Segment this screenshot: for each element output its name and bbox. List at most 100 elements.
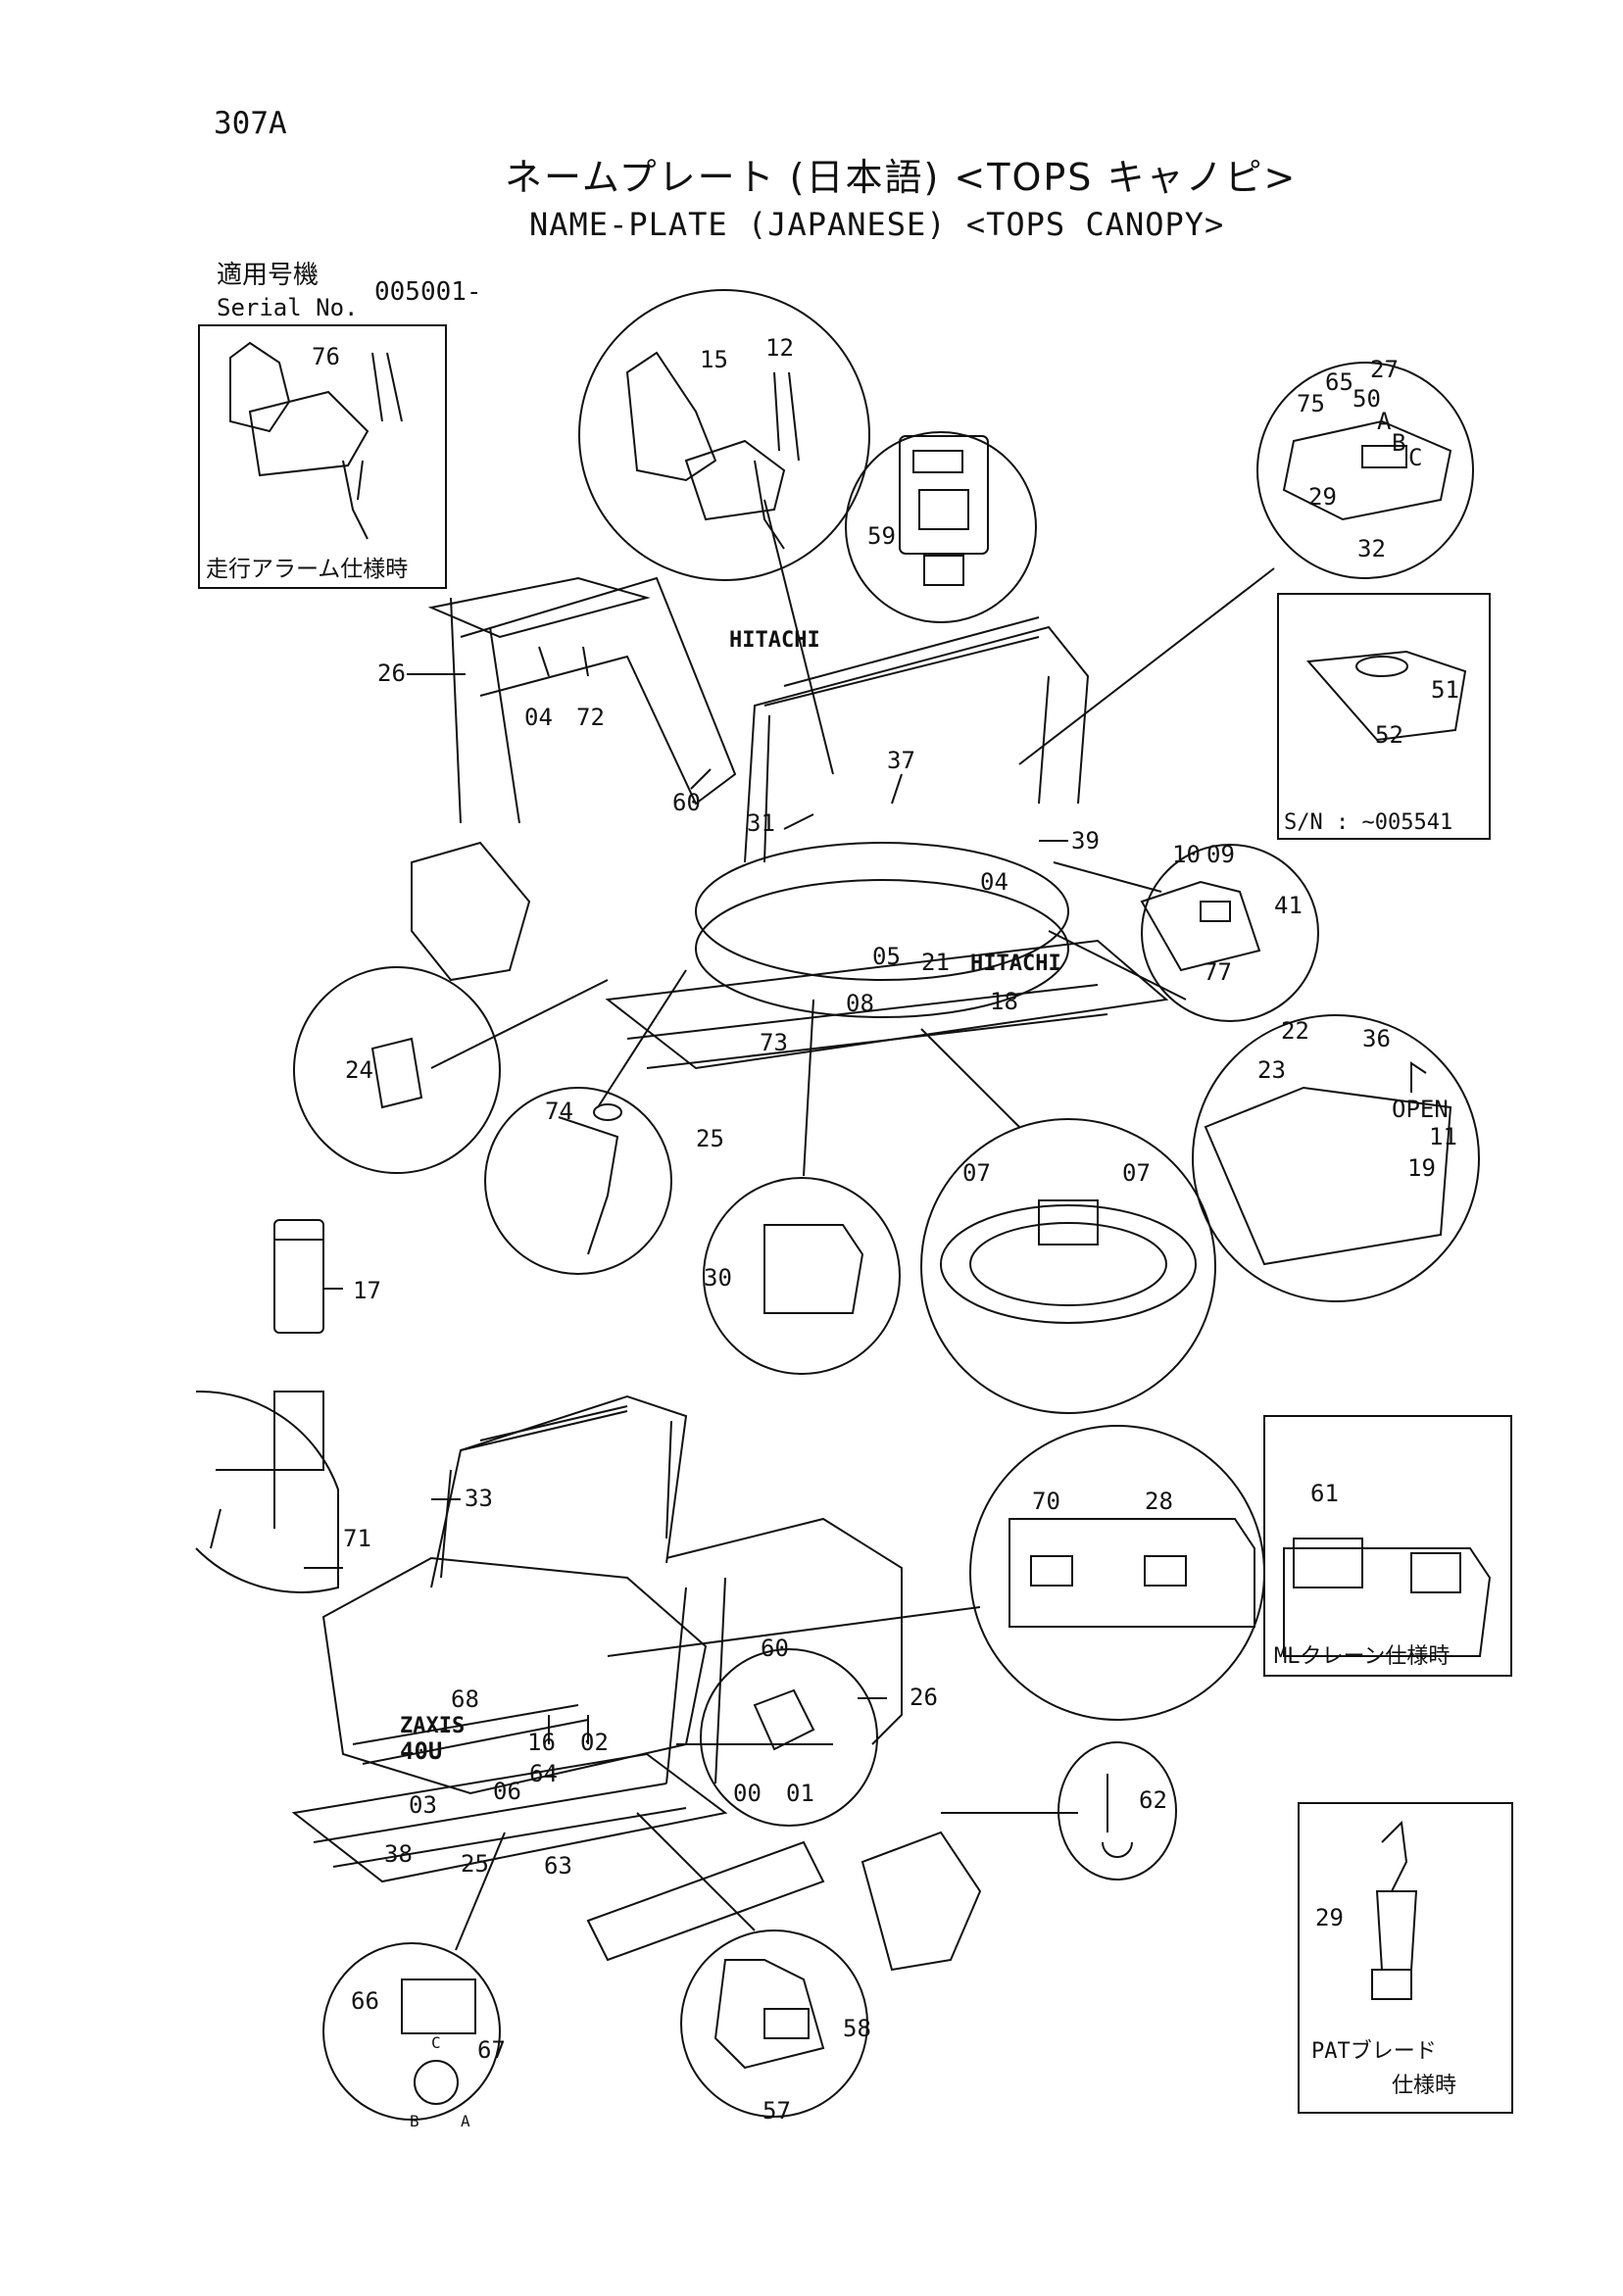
callout-33: 33: [465, 1485, 493, 1512]
callout-61: 61: [1310, 1480, 1339, 1507]
callout-67: 67: [477, 2036, 506, 2064]
callout-08: 08: [846, 990, 874, 1017]
callout-75: 75: [1297, 390, 1325, 417]
callout-63: 63: [544, 1852, 572, 1880]
callout-28: 28: [1145, 1488, 1173, 1515]
lower-excavator-drawing: ZAXIS 40U: [291, 1394, 982, 1972]
title-japanese: ネームプレート (日本語) <TOPS キャノピ>: [505, 156, 1298, 199]
callout-71: 71: [343, 1525, 371, 1552]
tag-17: 17: [273, 1219, 381, 1334]
caption-serial-limit: S/N : ~005541: [1284, 810, 1452, 835]
callout-06: 06: [493, 1778, 521, 1805]
mark-C: C: [431, 2033, 441, 2052]
callout-21: 21: [921, 949, 950, 976]
lever-detail-circle: 15 12: [578, 289, 870, 581]
callout-09: 09: [1206, 841, 1235, 868]
callout-17: 17: [353, 1277, 381, 1304]
detail-circle-57-58: 58 57: [680, 1930, 871, 2125]
callout-24: 24: [345, 1056, 373, 1084]
callout-27: 27: [1370, 356, 1399, 383]
callout-00: 00: [733, 1780, 762, 1807]
caption-travel-alarm: 走行アラーム仕様時: [206, 557, 408, 582]
detail-circle-24: 24: [293, 966, 501, 1174]
brand-model-line-1: ZAXIS: [400, 1714, 465, 1738]
serial-label-en: Serial No.: [217, 294, 359, 321]
callout-74: 74: [545, 1098, 573, 1125]
detail-circle-66-67: 66 67 C B A: [322, 1942, 506, 2130]
upper-excavator-drawing: HITACHI HITACHI: [411, 576, 1169, 1070]
callout-31: 31: [747, 809, 775, 837]
brand-hitachi-house: HITACHI: [970, 952, 1061, 976]
decal-detail-circle: 70 28: [969, 1425, 1265, 1721]
callout-04-upper: 04: [524, 704, 553, 731]
callout-72: 72: [576, 704, 605, 731]
callout-64: 64: [529, 1760, 558, 1787]
callout-52: 52: [1375, 721, 1403, 749]
callout-26-upper: 26: [377, 659, 406, 687]
callout-A: A: [1377, 408, 1392, 435]
callout-10: 10: [1172, 841, 1201, 868]
detail-circle-74: 74: [484, 1087, 672, 1275]
callout-C: C: [1408, 444, 1422, 471]
callout-25-upper: 25: [696, 1125, 724, 1152]
callout-39: 39: [1071, 827, 1100, 855]
callout-05: 05: [872, 943, 901, 970]
ml-crane-detail: 61 MLクレーン仕様時: [1263, 1415, 1512, 1677]
callout-03: 03: [409, 1791, 437, 1819]
callout-07-left: 07: [962, 1159, 991, 1187]
page-number: 307A: [214, 106, 287, 141]
travel-alarm-detail: 76 走行アラーム仕様時: [198, 324, 447, 589]
callout-29: 29: [1308, 483, 1337, 511]
callout-70: 70: [1032, 1488, 1060, 1515]
callout-76: 76: [312, 343, 340, 370]
engine-cover-detail-circle: 22 36 23 OPEN 11 19: [1192, 1014, 1480, 1302]
callout-16: 16: [527, 1729, 556, 1756]
label-detail-circle: 75 65 27 50 A B C 29 32: [1256, 356, 1474, 579]
callout-12: 12: [765, 334, 794, 362]
callout-58: 58: [843, 2015, 871, 2042]
serial-value: 005001-: [374, 277, 482, 307]
callout-68: 68: [451, 1685, 479, 1713]
pat-blade-detail: 29 PATブレード 仕様時: [1298, 1802, 1513, 2114]
detail-circle-30: 30: [703, 1177, 901, 1375]
monitor-detail-circle: 59: [845, 431, 1037, 623]
callout-41: 41: [1274, 892, 1303, 919]
callout-30: 30: [704, 1264, 732, 1292]
callout-50: 50: [1352, 385, 1381, 413]
callout-65: 65: [1325, 368, 1353, 396]
callout-32: 32: [1357, 535, 1386, 562]
callout-B: B: [1392, 429, 1405, 457]
callout-36: 36: [1362, 1025, 1391, 1052]
swing-bearing-detail-circle: 07 07: [920, 1118, 1216, 1414]
detail-circle-00-01: 00 01: [700, 1648, 878, 1827]
callout-11: 11: [1429, 1123, 1457, 1150]
callout-77: 77: [1204, 958, 1232, 986]
callout-62: 62: [1139, 1786, 1167, 1814]
door-detail-circle: 10 09 41 77: [1140, 841, 1319, 1022]
caption-open: OPEN: [1392, 1096, 1449, 1123]
serial-label-jp: 適用号機: [217, 261, 320, 290]
caption-pat-blade-1: PATブレード: [1311, 2039, 1437, 2064]
callout-02: 02: [580, 1729, 609, 1756]
caption-pat-blade-2: 仕様時: [1392, 2074, 1456, 2098]
callout-23: 23: [1257, 1056, 1286, 1084]
callout-15: 15: [700, 346, 728, 373]
callout-59: 59: [867, 522, 896, 550]
callout-18: 18: [990, 988, 1018, 1015]
callout-26-lower: 26: [910, 1684, 938, 1711]
callout-29-lower: 29: [1315, 1904, 1344, 1931]
hook-detail: 62: [1057, 1741, 1177, 1881]
detail-circle-71: 71: [195, 1390, 371, 1593]
callout-07-right: 07: [1122, 1159, 1151, 1187]
callout-73: 73: [760, 1029, 788, 1056]
callout-19: 19: [1407, 1154, 1436, 1182]
callout-25-lower: 25: [461, 1850, 489, 1878]
title-english: NAME-PLATE (JAPANESE) <TOPS CANOPY>: [529, 206, 1225, 243]
callout-01: 01: [786, 1780, 814, 1807]
brand-hitachi-boom: HITACHI: [729, 628, 820, 653]
callout-66: 66: [351, 1987, 379, 2015]
callout-38: 38: [384, 1840, 413, 1868]
caption-ml-crane: MLクレーン仕様時: [1274, 1644, 1450, 1669]
callout-37: 37: [887, 747, 915, 774]
